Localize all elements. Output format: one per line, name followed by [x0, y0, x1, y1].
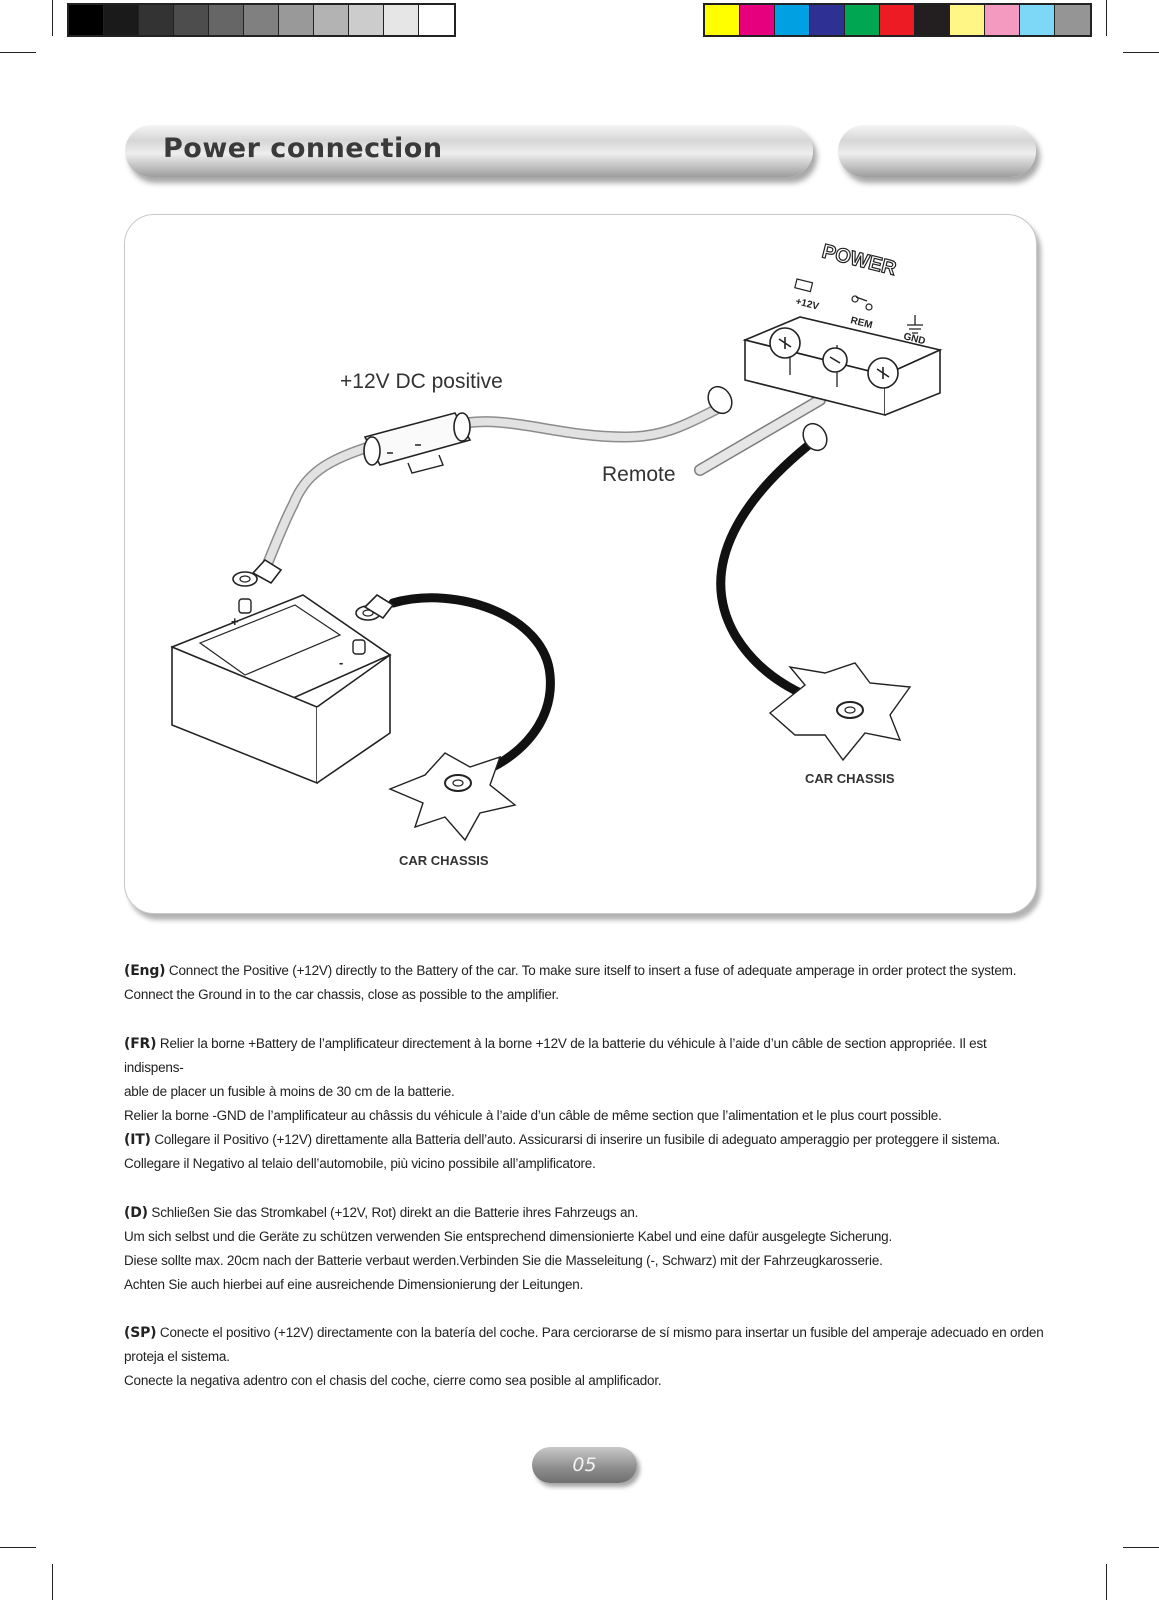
instruction-line: proteja el sistema.	[124, 1349, 230, 1364]
instruction-line: (IT) Collegare il Positivo (+12V) dirett…	[124, 1128, 1044, 1152]
instruction-text: Collegare il Positivo (+12V) direttament…	[154, 1132, 1001, 1147]
color-swatch	[915, 5, 950, 35]
instruction-text: Connect the Positive (+12V) directly to …	[168, 963, 1017, 978]
crop-mark	[1123, 52, 1159, 53]
fuse-holder	[363, 412, 472, 474]
remote-cable-label: Remote	[602, 463, 676, 486]
page-number: 05	[572, 1454, 597, 1476]
gray-swatch	[419, 5, 454, 35]
gray-swatch	[244, 5, 279, 35]
instructions-fr: (FR) Relier la borne +Battery de l’ampli…	[124, 1032, 1044, 1128]
instructions-sp: (SP) Conecte el positivo (+12V) directam…	[124, 1321, 1044, 1393]
instruction-line: Um sich selbst und die Geräte zu schütze…	[124, 1229, 893, 1244]
instruction-line: (D) Schließen Sie das Stromkabel (+12V, …	[124, 1201, 1044, 1225]
instruction-line: Connect the Ground in to the car chassis…	[124, 987, 559, 1002]
language-tag: (SP)	[124, 1325, 157, 1341]
instruction-line: Achten Sie auch hierbei auf eine ausreic…	[124, 1277, 584, 1292]
instruction-line: able de placer un fusible à moins de 30 …	[124, 1084, 455, 1099]
language-tag: (IT)	[124, 1132, 151, 1148]
terminal-rem-label: REM	[849, 315, 873, 331]
color-swatch	[775, 5, 810, 35]
color-swatch	[985, 5, 1020, 35]
language-tag: (Eng)	[124, 963, 166, 979]
color-swatch	[845, 5, 880, 35]
crop-mark	[0, 52, 36, 53]
crop-mark	[52, 1564, 53, 1600]
language-tag: (D)	[124, 1205, 148, 1221]
diagram-svg: + - CAR CHASSIS CAR CHASSIS	[170, 240, 943, 868]
crop-mark	[52, 0, 53, 36]
instruction-line: Relier la borne -GND de l’amplificateur …	[124, 1108, 942, 1123]
grayscale-calibration-bar	[67, 3, 456, 37]
terminal-12v-label: +12V	[794, 296, 820, 312]
color-swatch	[740, 5, 775, 35]
car-chassis-left: CAR CHASSIS	[388, 752, 517, 868]
positive-cable	[259, 399, 731, 576]
instruction-text: Schließen Sie das Stromkabel (+12V, Rot)…	[151, 1205, 639, 1220]
wiring-diagram: + - CAR CHASSIS CAR CHASSIS	[124, 214, 1037, 914]
positive-cable-label: +12V DC positive	[340, 370, 503, 393]
instruction-line: (Eng) Connect the Positive (+12V) direct…	[124, 959, 1044, 983]
gray-swatch	[349, 5, 384, 35]
amp-ground-cable	[716, 435, 850, 715]
crop-mark	[0, 1547, 36, 1548]
section-title-pill: Power connection	[125, 125, 813, 177]
power-panel-title: POWER	[820, 241, 899, 281]
instruction-line: Diese sollte max. 20cm nach der Batterie…	[124, 1253, 883, 1268]
color-swatch	[1055, 5, 1090, 35]
page-number-pill: 05	[532, 1447, 637, 1483]
battery-ground-cable	[388, 593, 555, 785]
crop-mark	[1123, 1547, 1159, 1548]
language-tag: (FR)	[124, 1036, 157, 1052]
color-swatch	[810, 5, 845, 35]
color-calibration-bar	[703, 3, 1092, 37]
positive-clamp	[232, 558, 283, 587]
chassis-right-label: CAR CHASSIS	[805, 771, 895, 786]
gray-swatch	[314, 5, 349, 35]
power-terminal-block: POWER +12V REM GND	[707, 240, 943, 452]
color-swatch	[705, 5, 740, 35]
instructions-de: (D) Schließen Sie das Stromkabel (+12V, …	[124, 1201, 1044, 1297]
instruction-line: (SP) Conecte el positivo (+12V) directam…	[124, 1321, 1044, 1345]
gray-swatch	[69, 5, 104, 35]
crop-mark	[1106, 1564, 1107, 1600]
instruction-line: Collegare il Negativo al telaio dell’aut…	[124, 1156, 596, 1171]
chassis-left-label: CAR CHASSIS	[399, 853, 489, 868]
battery-minus-label: -	[339, 655, 343, 670]
negative-clamp	[355, 593, 395, 621]
battery-plus-label: +	[231, 614, 239, 629]
instructions-it: (IT) Collegare il Positivo (+12V) dirett…	[124, 1128, 1044, 1176]
gray-swatch	[139, 5, 174, 35]
gray-swatch	[279, 5, 314, 35]
color-swatch	[950, 5, 985, 35]
crop-mark	[1106, 0, 1107, 36]
instruction-line: Conecte la negativa adentro con el chasi…	[124, 1373, 662, 1388]
page-title: Power connection	[163, 133, 443, 164]
car-battery: + -	[170, 594, 392, 785]
color-swatch	[880, 5, 915, 35]
instruction-line: (FR) Relier la borne +Battery de l’ampli…	[124, 1032, 1044, 1080]
instruction-text: Relier la borne +Battery de l’amplificat…	[124, 1036, 987, 1075]
gray-swatch	[384, 5, 419, 35]
car-chassis-right: CAR CHASSIS	[768, 662, 912, 786]
gray-swatch	[174, 5, 209, 35]
instructions-eng: (Eng) Connect the Positive (+12V) direct…	[124, 959, 1044, 1007]
color-swatch	[1020, 5, 1055, 35]
decorative-pill	[838, 125, 1036, 177]
instruction-text: Conecte el positivo (+12V) directamente …	[159, 1325, 1044, 1340]
gray-swatch	[209, 5, 244, 35]
gray-swatch	[104, 5, 139, 35]
